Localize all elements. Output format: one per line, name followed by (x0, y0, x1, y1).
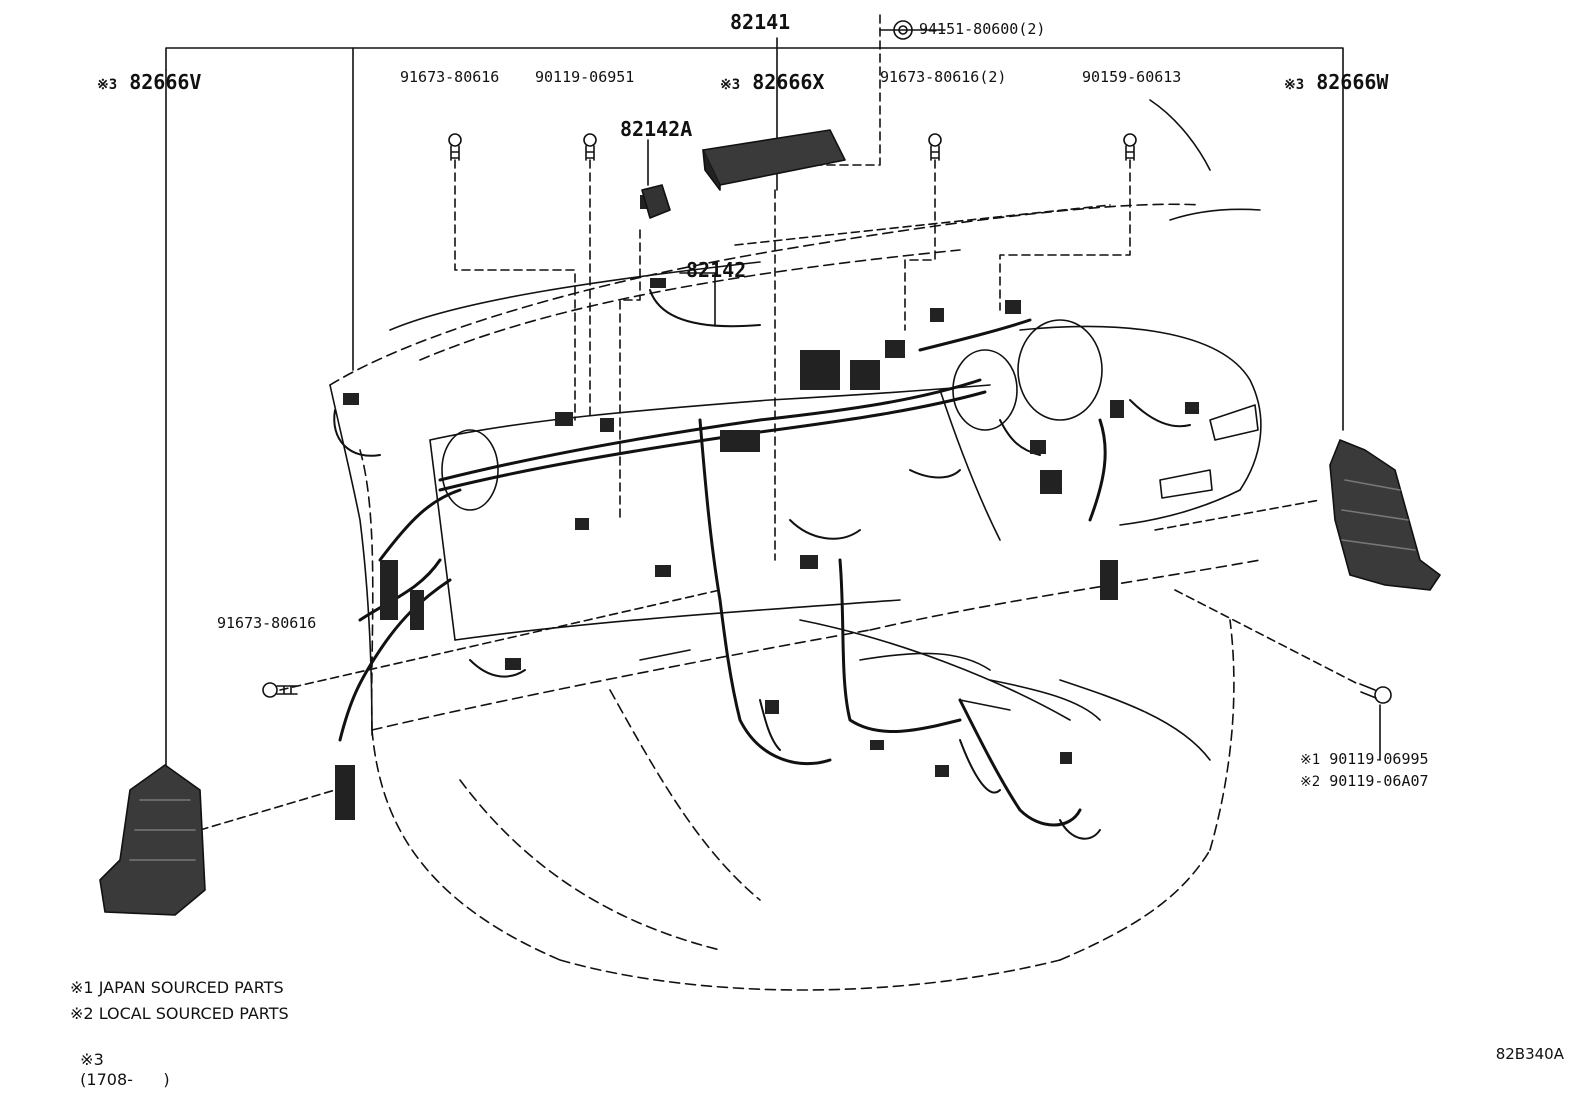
bolt-91673-80616-lower (262, 682, 298, 698)
branch-wires (333, 289, 1191, 840)
connectors (335, 195, 1199, 820)
label-ecu-center-number: 82666X (752, 70, 825, 94)
note3-mark: ※3 (720, 77, 741, 93)
label-ecu-center: ※3 82666X (720, 70, 824, 97)
note3-mark: ※3 (1284, 77, 1305, 93)
bolt-90119-06951 (583, 133, 597, 161)
label-ecu-left-number: 82666V (129, 70, 202, 94)
footnote-2: ※2 LOCAL SOURCED PARTS (70, 1004, 289, 1024)
label-clip: 94151-80600(2) (919, 20, 1046, 38)
label-ecu-left: ※3 82666V (97, 70, 201, 97)
bolt-91673-80616-2 (928, 133, 942, 161)
main-harness (338, 318, 1107, 827)
label-bolt-a: 91673-80616 (400, 68, 500, 86)
bolt-90119-06995 (1359, 683, 1392, 704)
note3-mark: ※3 (97, 77, 118, 93)
label-bolt-right-jp-number: 90119-06995 (1329, 750, 1429, 768)
bolt-91673-80616-top (448, 133, 462, 161)
footnote-3-text: (1708- ) (80, 1070, 170, 1089)
label-bolt-right-jp: ※1 90119-06995 (1300, 750, 1429, 769)
label-sub-harness: 82142 (686, 258, 747, 282)
label-ecu-right-number: 82666W (1316, 70, 1389, 94)
label-bolt-left-lower: 91673-80616 (217, 614, 317, 632)
leader-82141 (165, 14, 1344, 776)
label-ecu-right: ※3 82666W (1284, 70, 1388, 97)
label-bolt-d: 90159-60613 (1082, 68, 1182, 86)
sub-harness-82142a (641, 184, 671, 219)
ecu-82666x (702, 129, 846, 191)
leader-82142 (647, 29, 1381, 761)
diagram-code: 82B340A (1495, 1045, 1564, 1063)
footnote-3-mark: ※3 (80, 1050, 104, 1069)
footnote-2-text: LOCAL SOURCED PARTS (98, 1004, 289, 1023)
ecu-82666w (1329, 439, 1441, 591)
note1-mark: ※1 (1300, 752, 1321, 768)
footnote-2-mark: ※2 (70, 1004, 94, 1023)
label-bolt-c: 91673-80616(2) (880, 68, 1007, 86)
label-main-harness: 82141 (730, 10, 791, 34)
label-bolt-b: 90119-06951 (535, 68, 635, 86)
label-bolt-right-local-number: 90119-06A07 (1329, 772, 1429, 790)
note2-mark: ※2 (1300, 774, 1321, 790)
footnote-3: ※3 (1708- ) (70, 1030, 170, 1090)
ecu-82666v (99, 764, 206, 916)
label-sub-harness-a: 82142A (620, 117, 693, 141)
part-leaders (199, 159, 1361, 831)
bolt-90159-60613 (1123, 133, 1137, 161)
label-bolt-right-local: ※2 90119-06A07 (1300, 772, 1429, 791)
dashboard-body (329, 99, 1262, 761)
footnote-1-mark: ※1 (70, 978, 94, 997)
footnote-1-text: JAPAN SOURCED PARTS (98, 978, 284, 997)
dashboard-outline (329, 203, 1261, 991)
footnote-1: ※1 JAPAN SOURCED PARTS (70, 978, 284, 998)
clip-94151-80600 (893, 20, 913, 40)
